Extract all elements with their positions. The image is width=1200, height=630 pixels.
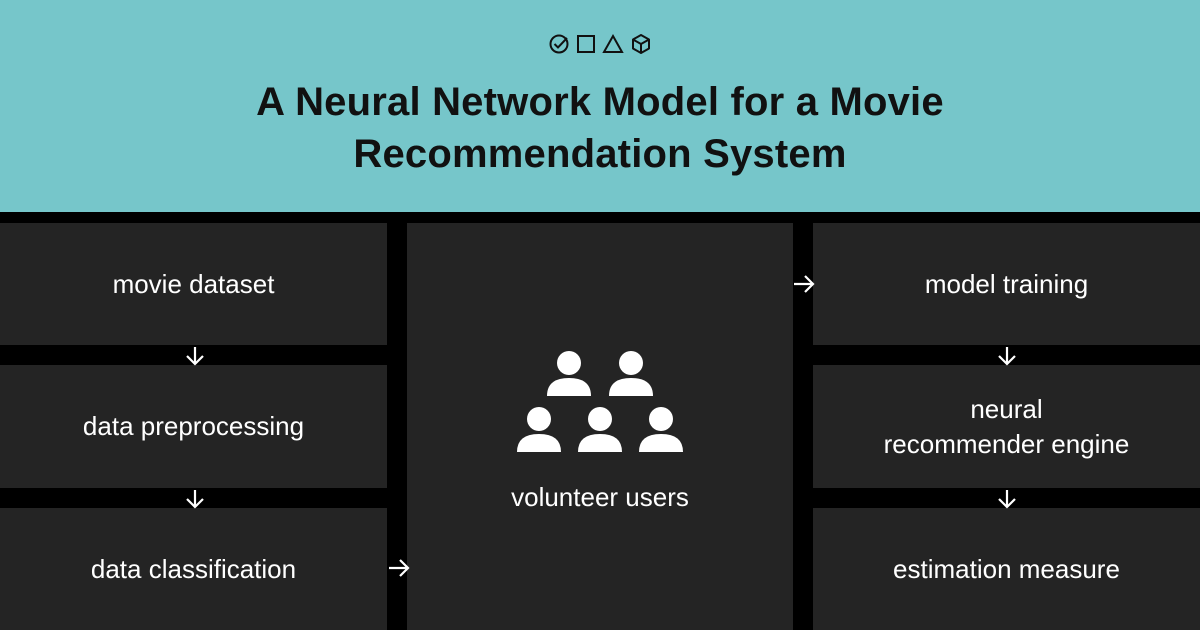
step-data-classification: data classification [0,508,387,630]
page-title: A Neural Network Model for a Movie Recom… [0,76,1200,180]
step-data-preprocessing: data preprocessing [0,365,387,488]
step-neural-recommender-engine: neural recommender engine [813,365,1200,488]
step-label: data classification [90,553,297,584]
step-volunteer-users: volunteer users [407,223,793,630]
step-label-line-2: recommender engine [883,428,1130,459]
arrow-down-icon [998,347,1016,366]
user-icon [609,351,653,396]
header: A Neural Network Model for a Movie Recom… [0,0,1200,212]
step-label: volunteer users [511,482,689,512]
step-label-line-1: neural [970,393,1043,424]
title-line-1: A Neural Network Model for a Movie [256,80,944,124]
user-icon [639,407,683,452]
user-icon [547,351,591,396]
step-label: data preprocessing [82,411,305,441]
arrow-down-icon [186,490,204,509]
check-circle-icon [549,34,569,54]
step-label: estimation measure [893,553,1120,584]
arrow-right-icon [389,559,410,577]
step-model-training: model training [813,223,1200,345]
square-icon [577,35,595,53]
step-estimation-measure: estimation measure [813,508,1200,630]
users-group-icon [517,351,683,452]
arrow-right-icon [794,275,815,293]
step-label: neural recommender engine [884,392,1130,462]
step-label: movie dataset [112,268,275,299]
arrow-down-icon [998,490,1016,509]
title-line-2: Recommendation System [353,132,847,176]
cube-icon [632,34,650,54]
arrow-down-icon [186,347,204,366]
step-label: model training [924,268,1089,299]
user-icon [517,407,561,452]
triangle-icon [602,33,624,53]
header-icon-row [549,33,650,54]
user-icon [578,407,622,452]
step-movie-dataset: movie dataset [0,223,387,345]
